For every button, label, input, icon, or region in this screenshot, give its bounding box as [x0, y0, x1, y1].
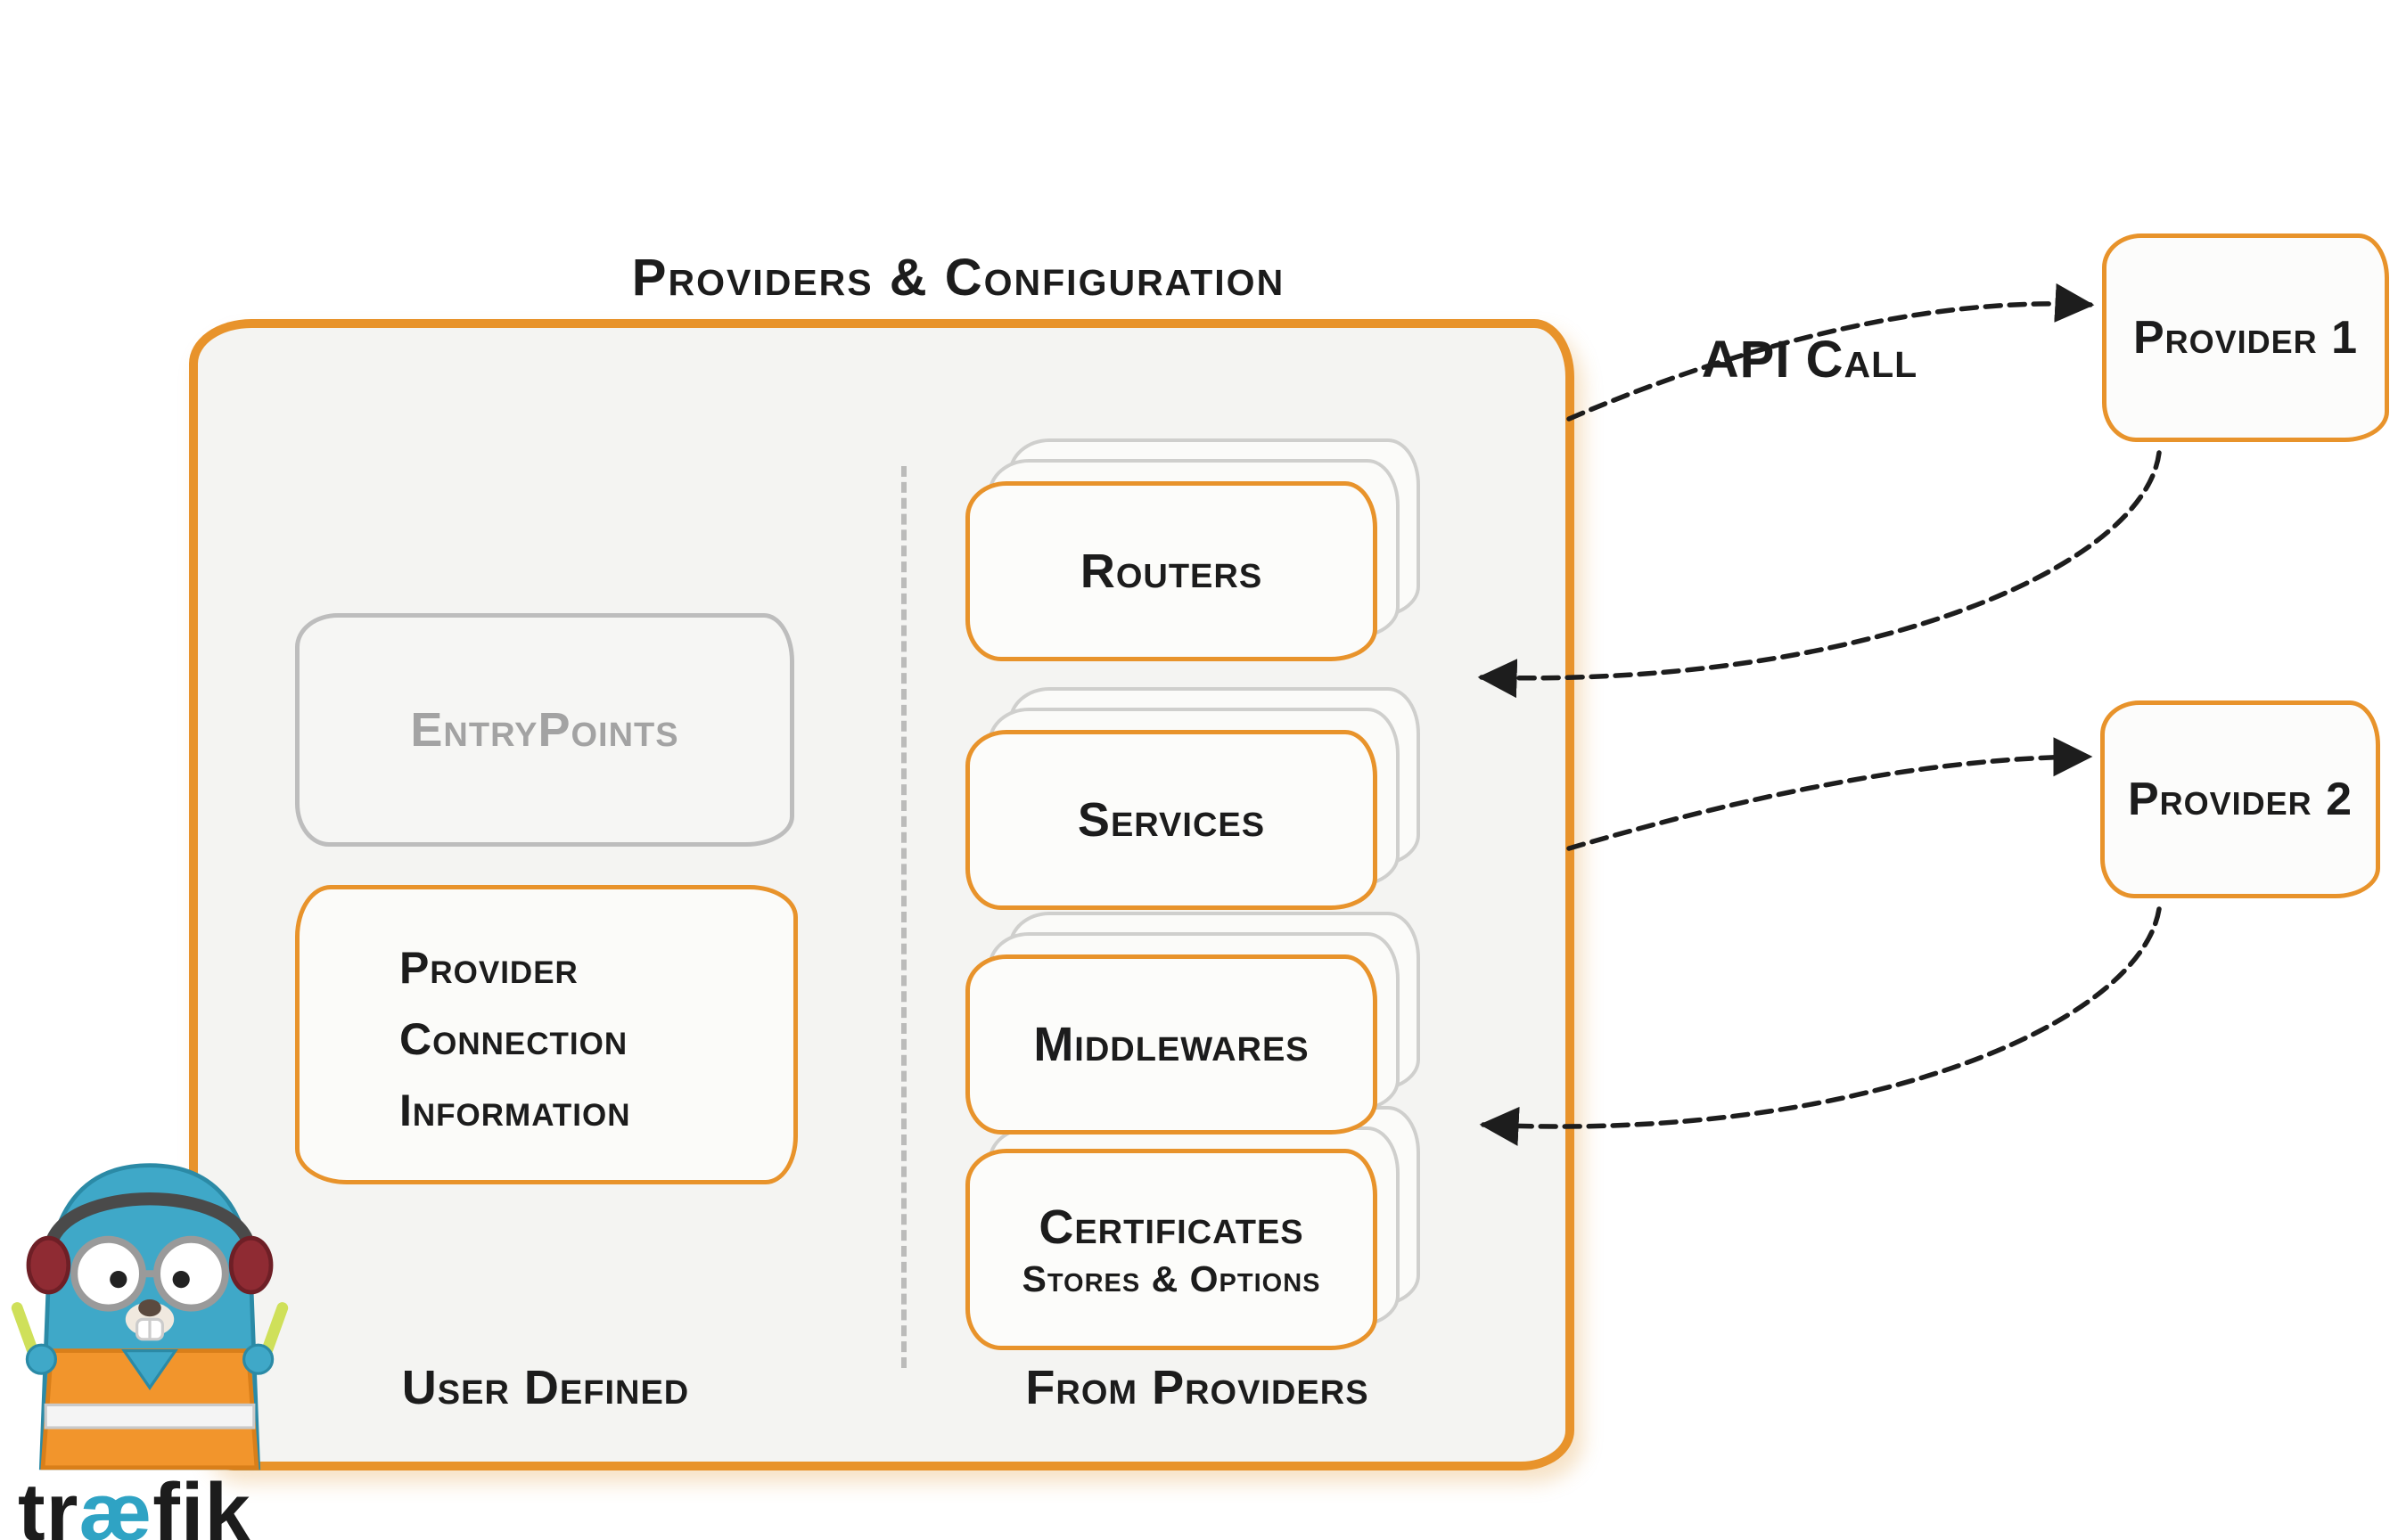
certificates-subtitle: Stores & Options: [1022, 1257, 1321, 1299]
routers-node: Routers: [965, 481, 1377, 661]
api-call-label: API Call: [1701, 331, 1918, 389]
services-node: Services: [965, 730, 1377, 910]
diagram-title: Providers & Configuration: [631, 249, 1285, 307]
provider-connection-line: Information: [399, 1085, 631, 1135]
wordmark-ligature: æ: [78, 1467, 153, 1540]
provider-2-return-arrow: [1479, 906, 2162, 1146]
wordmark-pre: tr: [18, 1467, 79, 1540]
certificates-node: Certificates Stores & Options: [965, 1149, 1377, 1350]
provider-1-node: Provider 1: [2102, 233, 2389, 442]
dashed-divider: [901, 466, 907, 1368]
provider-2-node: Provider 2: [2100, 700, 2380, 898]
routers-stack: Routers: [965, 481, 1377, 661]
provider-connection-line: Provider: [399, 943, 579, 993]
gopher-mascot: [11, 1163, 289, 1470]
provider-connection-line: Connection: [399, 1014, 628, 1064]
provider-connection-node: Provider Connection Information: [295, 885, 798, 1184]
wordmark-post: fik: [152, 1467, 251, 1540]
middlewares-stack: Middlewares: [965, 954, 1377, 1135]
certificates-title: Certificates: [1039, 1200, 1304, 1254]
services-stack: Services: [965, 730, 1377, 910]
traefik-logo: [7, 1143, 292, 1470]
from-providers-label: From Providers: [1025, 1361, 1369, 1414]
configuration-box: EntryPoints Provider Connection Informat…: [189, 319, 1574, 1470]
traefik-wordmark: træfik: [18, 1466, 251, 1540]
middlewares-node: Middlewares: [965, 954, 1377, 1135]
provider-1-return-arrow: [1477, 450, 2162, 699]
provider-2-call-arrow: [1566, 737, 2093, 851]
user-defined-label: User Defined: [401, 1361, 690, 1414]
entrypoints-node: EntryPoints: [295, 613, 794, 847]
certificates-stack: Certificates Stores & Options: [965, 1149, 1377, 1350]
